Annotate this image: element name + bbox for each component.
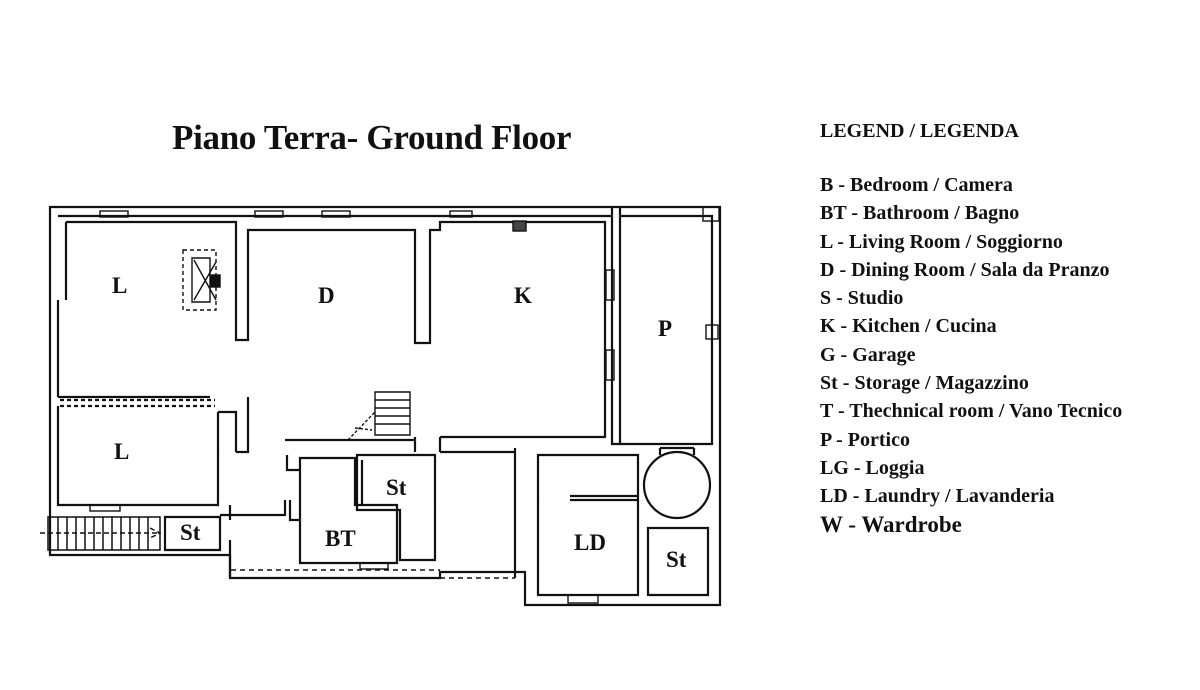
legend-item: P - Portico xyxy=(820,428,910,451)
round-tank xyxy=(642,450,712,520)
wall-living-divider xyxy=(60,398,215,408)
legend-item: LG - Loggia xyxy=(820,456,925,479)
wall-storage-right xyxy=(646,526,710,597)
legend-item: K - Kitchen / Cucina xyxy=(820,315,997,338)
wall-living-left xyxy=(56,222,210,399)
room-label-l-lower: L xyxy=(114,439,129,464)
wall-bath-ext xyxy=(285,455,300,522)
room-label-st-center: St xyxy=(386,475,407,500)
room-label-d: D xyxy=(318,283,335,308)
plan-title: Piano Terra- Ground Floor xyxy=(172,118,572,157)
room-label-l-upper: L xyxy=(112,273,127,298)
room-label-ld: LD xyxy=(574,530,606,555)
outer-wall xyxy=(48,205,722,607)
legend-item: G - Garage xyxy=(820,343,916,366)
room-label-k: K xyxy=(514,283,532,308)
legend-item: LD - Laundry / Lavanderia xyxy=(820,485,1055,508)
wall-living-top xyxy=(66,220,607,439)
wall-storage-left xyxy=(163,515,222,552)
room-label-bt: BT xyxy=(325,526,356,551)
staircase-left xyxy=(40,516,162,551)
wall-laundry xyxy=(536,453,640,597)
wall-storage-center xyxy=(355,453,437,562)
legend-item: D - Dining Room / Sala da Pranzo xyxy=(820,258,1110,281)
legend-item: BT - Bathroom / Bagno xyxy=(820,202,1020,225)
wall-left-passage xyxy=(220,500,287,578)
tank-neck xyxy=(658,446,696,455)
legend-title: LEGEND / LEGENDA xyxy=(820,120,1019,142)
wall-lower-living xyxy=(56,397,250,507)
legend: LEGEND / LEGENDA B - Bedroom / Camera BT… xyxy=(820,120,1190,539)
room-label-p: P xyxy=(658,316,672,341)
outer-wall-inner xyxy=(58,207,714,446)
wall-corridor xyxy=(285,437,517,578)
wall-bathroom xyxy=(298,456,399,565)
legend-item: S - Studio xyxy=(820,287,904,310)
legend-item: L - Living Room / Soggiorno xyxy=(820,230,1063,253)
staircase-center xyxy=(347,391,411,441)
room-label-st-right: St xyxy=(666,547,687,572)
legend-item: B - Bedroom / Camera xyxy=(820,174,1013,196)
room-label-st-left: St xyxy=(180,520,201,545)
dashed-boundary xyxy=(229,569,515,579)
legend-item: T - Thechnical room / Vano Tecnico xyxy=(820,400,1123,423)
legend-item: St - Storage / Magazzino xyxy=(820,372,1029,395)
legend-item: W - Wardrobe xyxy=(820,511,962,537)
fireplace xyxy=(182,249,221,311)
window-marks xyxy=(89,206,720,604)
